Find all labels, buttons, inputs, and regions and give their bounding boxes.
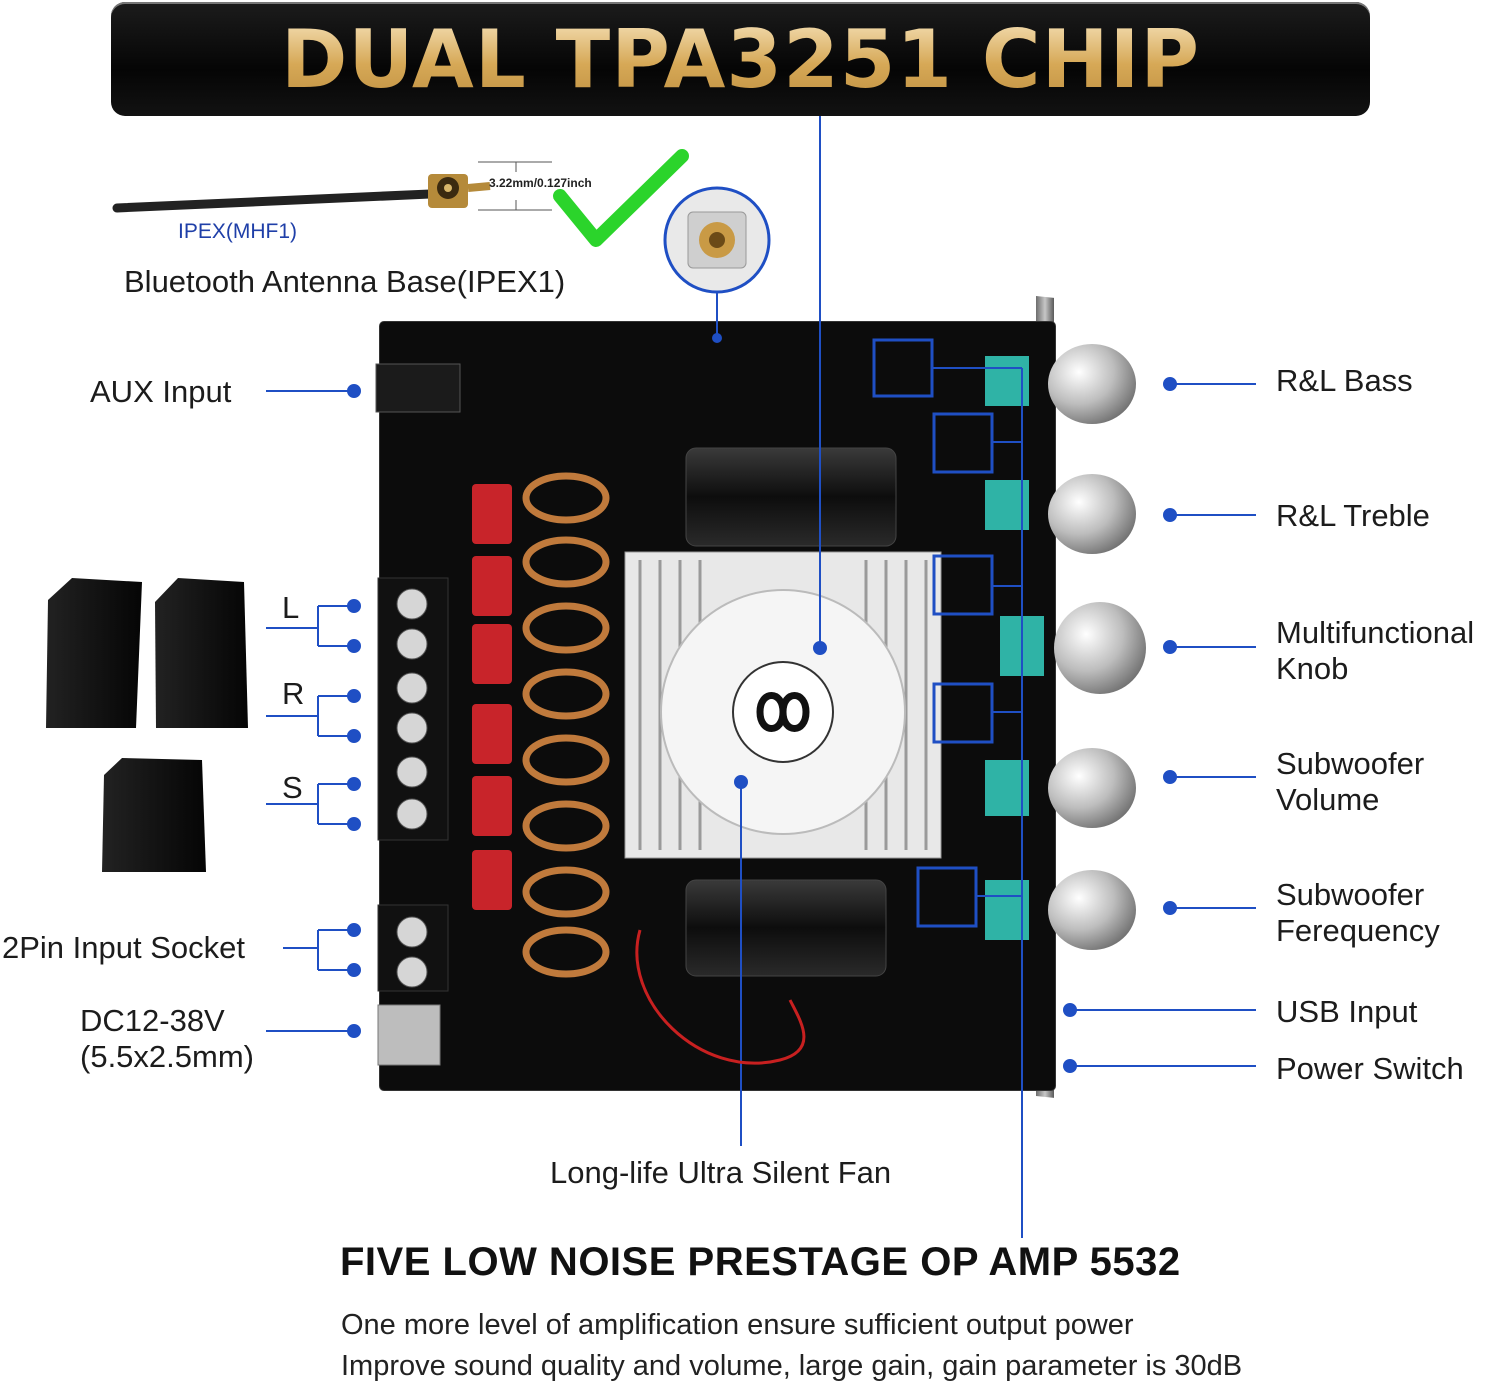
two-pin-input-label: 2Pin Input Socket bbox=[2, 930, 245, 965]
antenna-connector-label: IPEX(MHF1) bbox=[178, 220, 298, 243]
capacitor-bottom bbox=[685, 879, 887, 977]
subvol-line1: Subwoofer bbox=[1276, 746, 1425, 781]
opamp-line2: Improve sound quality and volume, large … bbox=[341, 1350, 1243, 1382]
multi-line2: Knob bbox=[1276, 651, 1349, 686]
multifunctional-knob-label: Multifunctional Knob bbox=[1276, 615, 1474, 687]
multi-line1: Multifunctional bbox=[1276, 615, 1475, 650]
treble-label: R&L Treble bbox=[1276, 498, 1430, 533]
subfreq-line1: Subwoofer bbox=[1276, 877, 1425, 912]
fan-label: Long-life Ultra Silent Fan bbox=[550, 1155, 892, 1190]
opamp-line1: One more level of amplification ensure s… bbox=[341, 1309, 1134, 1341]
antenna-cable-icon bbox=[112, 161, 552, 213]
bass-label: R&L Bass bbox=[1276, 363, 1413, 398]
sub-channel-label: S bbox=[282, 770, 303, 805]
power-switch-label: Power Switch bbox=[1276, 1051, 1464, 1086]
antenna-base-zoom bbox=[663, 186, 771, 343]
subfreq-line2: Ferequency bbox=[1276, 913, 1440, 948]
aux-input-label: AUX Input bbox=[90, 374, 232, 409]
right-channel-label: R bbox=[282, 676, 305, 711]
left-channel-label: L bbox=[282, 590, 300, 625]
check-icon bbox=[553, 149, 689, 247]
aux-jack bbox=[375, 363, 461, 413]
subvol-line2: Volume bbox=[1276, 782, 1380, 817]
left-leader-lines bbox=[266, 384, 361, 1038]
speaker-icon bbox=[46, 578, 248, 872]
banner-title: DUAL TPA3251 CHIP bbox=[111, 2, 1370, 116]
filter-components bbox=[472, 472, 610, 978]
center-leader-lines bbox=[734, 116, 1023, 1238]
antenna-dimension: 3.22mm/0.127inch bbox=[489, 176, 592, 190]
title-banner bbox=[111, 2, 1370, 116]
right-leader-lines bbox=[1063, 377, 1256, 1073]
fan-wire bbox=[635, 929, 806, 1065]
dc-jack-size: (5.5x2.5mm) bbox=[80, 1039, 254, 1074]
speaker-terminal-block bbox=[377, 577, 449, 1066]
dc-voltage: DC12-38V bbox=[80, 1003, 225, 1038]
fan-icon bbox=[624, 551, 942, 859]
dc-input-label: DC12-38V (5.5x2.5mm) bbox=[80, 1003, 254, 1075]
antenna-base-label: Bluetooth Antenna Base(IPEX1) bbox=[124, 264, 566, 299]
opamp-description: One more level of amplification ensure s… bbox=[341, 1305, 1242, 1387]
opamp-heading: FIVE LOW NOISE PRESTAGE OP AMP 5532 bbox=[340, 1240, 1181, 1284]
usb-input-label: USB Input bbox=[1276, 994, 1418, 1029]
capacitor-top bbox=[685, 447, 897, 547]
knob-icon bbox=[985, 344, 1146, 950]
subwoofer-volume-label: Subwoofer Volume bbox=[1276, 746, 1424, 818]
subwoofer-frequency-label: Subwoofer Ferequency bbox=[1276, 877, 1440, 949]
